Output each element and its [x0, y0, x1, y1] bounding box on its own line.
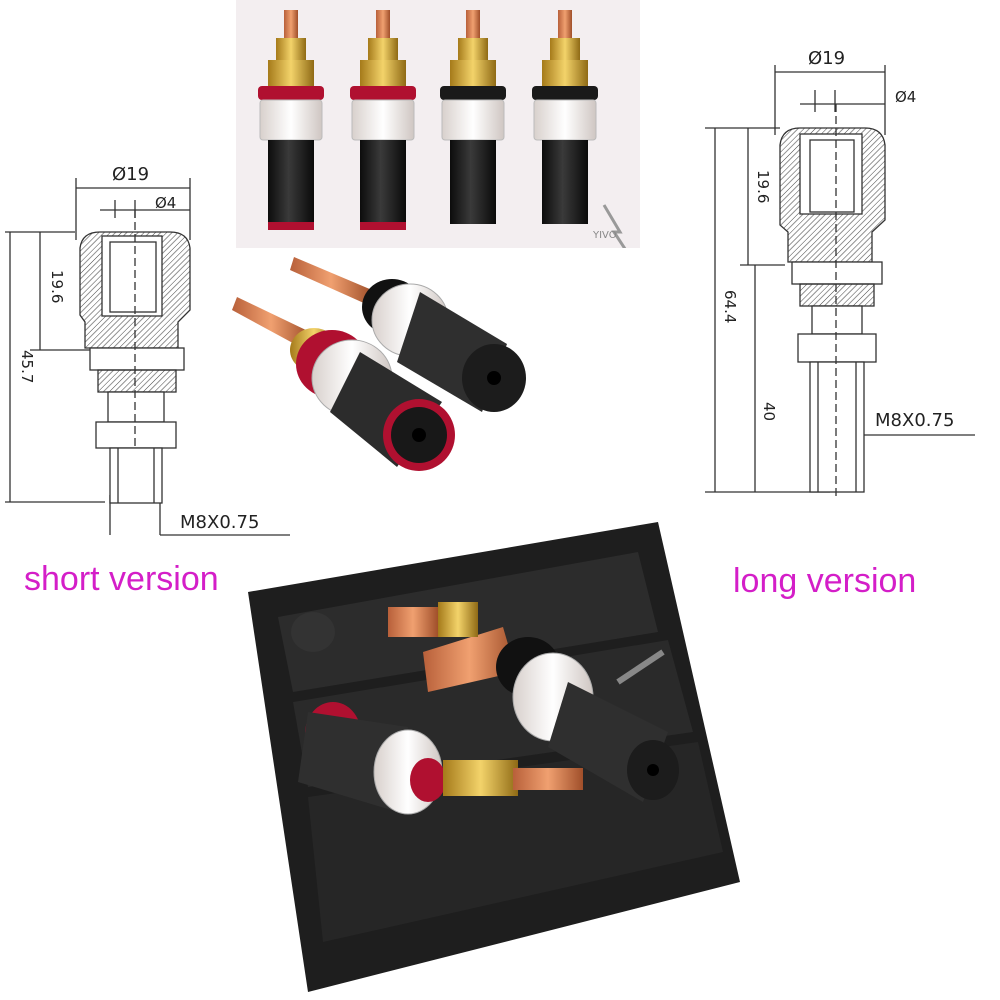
post-red-1: [258, 10, 324, 230]
long-version-drawing: Ø19 Ø4 19.6 64.4 40 M8X0.75: [705, 48, 975, 500]
long-version-caption: long version: [733, 562, 917, 600]
long-dim-hole-diameter: Ø4: [895, 88, 916, 106]
short-dim-outer-diameter: Ø19: [112, 164, 149, 185]
long-dim-outer-diameter: Ø19: [808, 48, 845, 69]
post-black-1: [440, 10, 506, 224]
post-red-2: [350, 10, 416, 230]
watermark-logo: [602, 204, 627, 248]
long-dim-cap-height: 19.6: [754, 170, 772, 203]
post-black-2: [532, 10, 598, 224]
top-product-photo: YIVO: [236, 0, 640, 248]
short-dim-total-length: 45.7: [18, 350, 36, 383]
long-dim-shaft-length: 40: [760, 402, 778, 421]
short-dim-thread: M8X0.75: [180, 512, 259, 533]
tray-post-black: [423, 627, 679, 802]
watermark-text: YIVO: [592, 230, 617, 241]
tray-post-red: [298, 702, 583, 815]
long-dim-total-length: 64.4: [721, 290, 739, 323]
lying-post-red: [232, 297, 455, 471]
long-dim-thread: M8X0.75: [875, 410, 954, 431]
short-version-drawing: Ø19 Ø4 19.6 45.7 M8X0.75: [5, 164, 290, 536]
lying-post-black: [290, 257, 526, 412]
short-version-caption: short version: [24, 560, 219, 598]
tray-post-back: [291, 602, 478, 652]
short-dim-cap-height: 19.6: [48, 270, 66, 303]
middle-product-photo: [232, 252, 532, 487]
short-dim-hole-diameter: Ø4: [155, 194, 176, 212]
tray-product-photo: [238, 522, 740, 1000]
